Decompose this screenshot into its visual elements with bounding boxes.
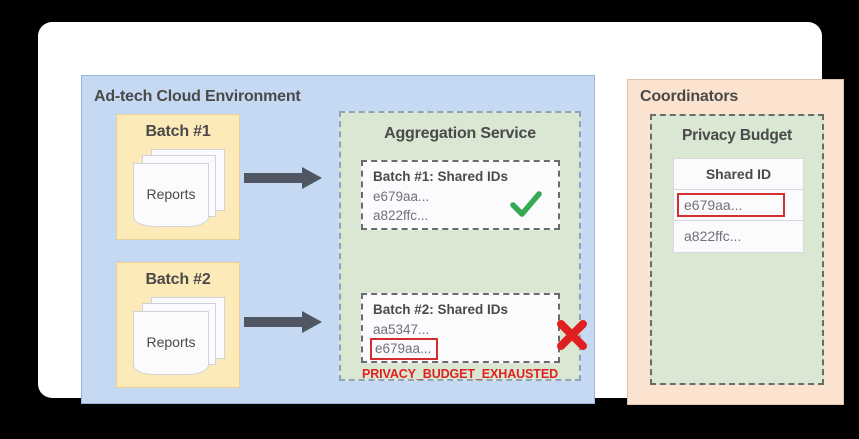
report-sheet-front: Reports	[133, 163, 209, 227]
batch-1-label: Batch #1	[145, 123, 211, 140]
coordinators-panel: Coordinators Privacy Budget Shared ID e6…	[627, 79, 844, 405]
privacy-budget-box: Privacy Budget Shared ID e679aa... a822f…	[650, 114, 824, 385]
arrow-shaft	[244, 173, 304, 183]
aggregation-batch-1-card: Batch #1: Shared IDs e679aa... a822ffc..…	[361, 160, 560, 230]
aggregation-batch-2-id-1: aa5347...	[373, 322, 430, 337]
cross-icon	[557, 320, 587, 350]
coordinators-panel-title: Coordinators	[640, 88, 739, 105]
aggregation-batch-1-id-2: a822ffc...	[373, 208, 429, 223]
arrow-batch-1-to-aggregation-icon	[244, 167, 322, 189]
diagram-card: Ad-tech Cloud Environment Batch #1 Repor…	[38, 22, 844, 405]
batch-1-reports-stack: Reports	[133, 149, 229, 229]
aggregation-batch-2-heading: Batch #2: Shared IDs	[373, 302, 509, 317]
aggregation-batch-2-id-2-highlighted: e679aa...	[370, 338, 439, 360]
batch-2-reports-label: Reports	[146, 334, 196, 350]
aggregation-service-box: Aggregation Service Batch #1: Shared IDs…	[339, 111, 587, 381]
aggregation-batch-1-id-1: e679aa...	[373, 189, 430, 204]
arrow-shaft	[244, 317, 304, 327]
adtech-panel-title: Ad-tech Cloud Environment	[94, 88, 301, 105]
table-row: a822ffc...	[684, 228, 742, 244]
table-row: e679aa...	[674, 190, 803, 221]
batch-2-label: Batch #2	[145, 271, 211, 288]
batch-1-box: Batch #1 Reports	[116, 114, 240, 240]
report-sheet-front: Reports	[133, 311, 209, 375]
privacy-budget-exhausted-error: PRIVACY_BUDGET_EXHAUSTED	[361, 367, 558, 381]
batch-2-box: Batch #2 Reports	[116, 262, 240, 388]
shared-id-table: Shared ID e679aa... a822ffc...	[673, 158, 804, 253]
aggregation-service-title: Aggregation Service	[384, 125, 536, 142]
check-icon	[510, 191, 542, 217]
batch-1-reports-label: Reports	[146, 186, 196, 202]
aggregation-batch-1-heading: Batch #1: Shared IDs	[373, 169, 509, 184]
adtech-cloud-environment-panel: Ad-tech Cloud Environment Batch #1 Repor…	[81, 75, 595, 404]
privacy-budget-title: Privacy Budget	[681, 127, 793, 144]
batch-2-reports-stack: Reports	[133, 297, 229, 377]
arrow-head	[302, 167, 322, 189]
aggregation-batch-2-card: Batch #2: Shared IDs aa5347... e679aa...	[361, 293, 587, 363]
shared-id-table-header: Shared ID	[674, 159, 803, 190]
arrow-batch-2-to-aggregation-icon	[244, 311, 322, 333]
arrow-head	[302, 311, 322, 333]
